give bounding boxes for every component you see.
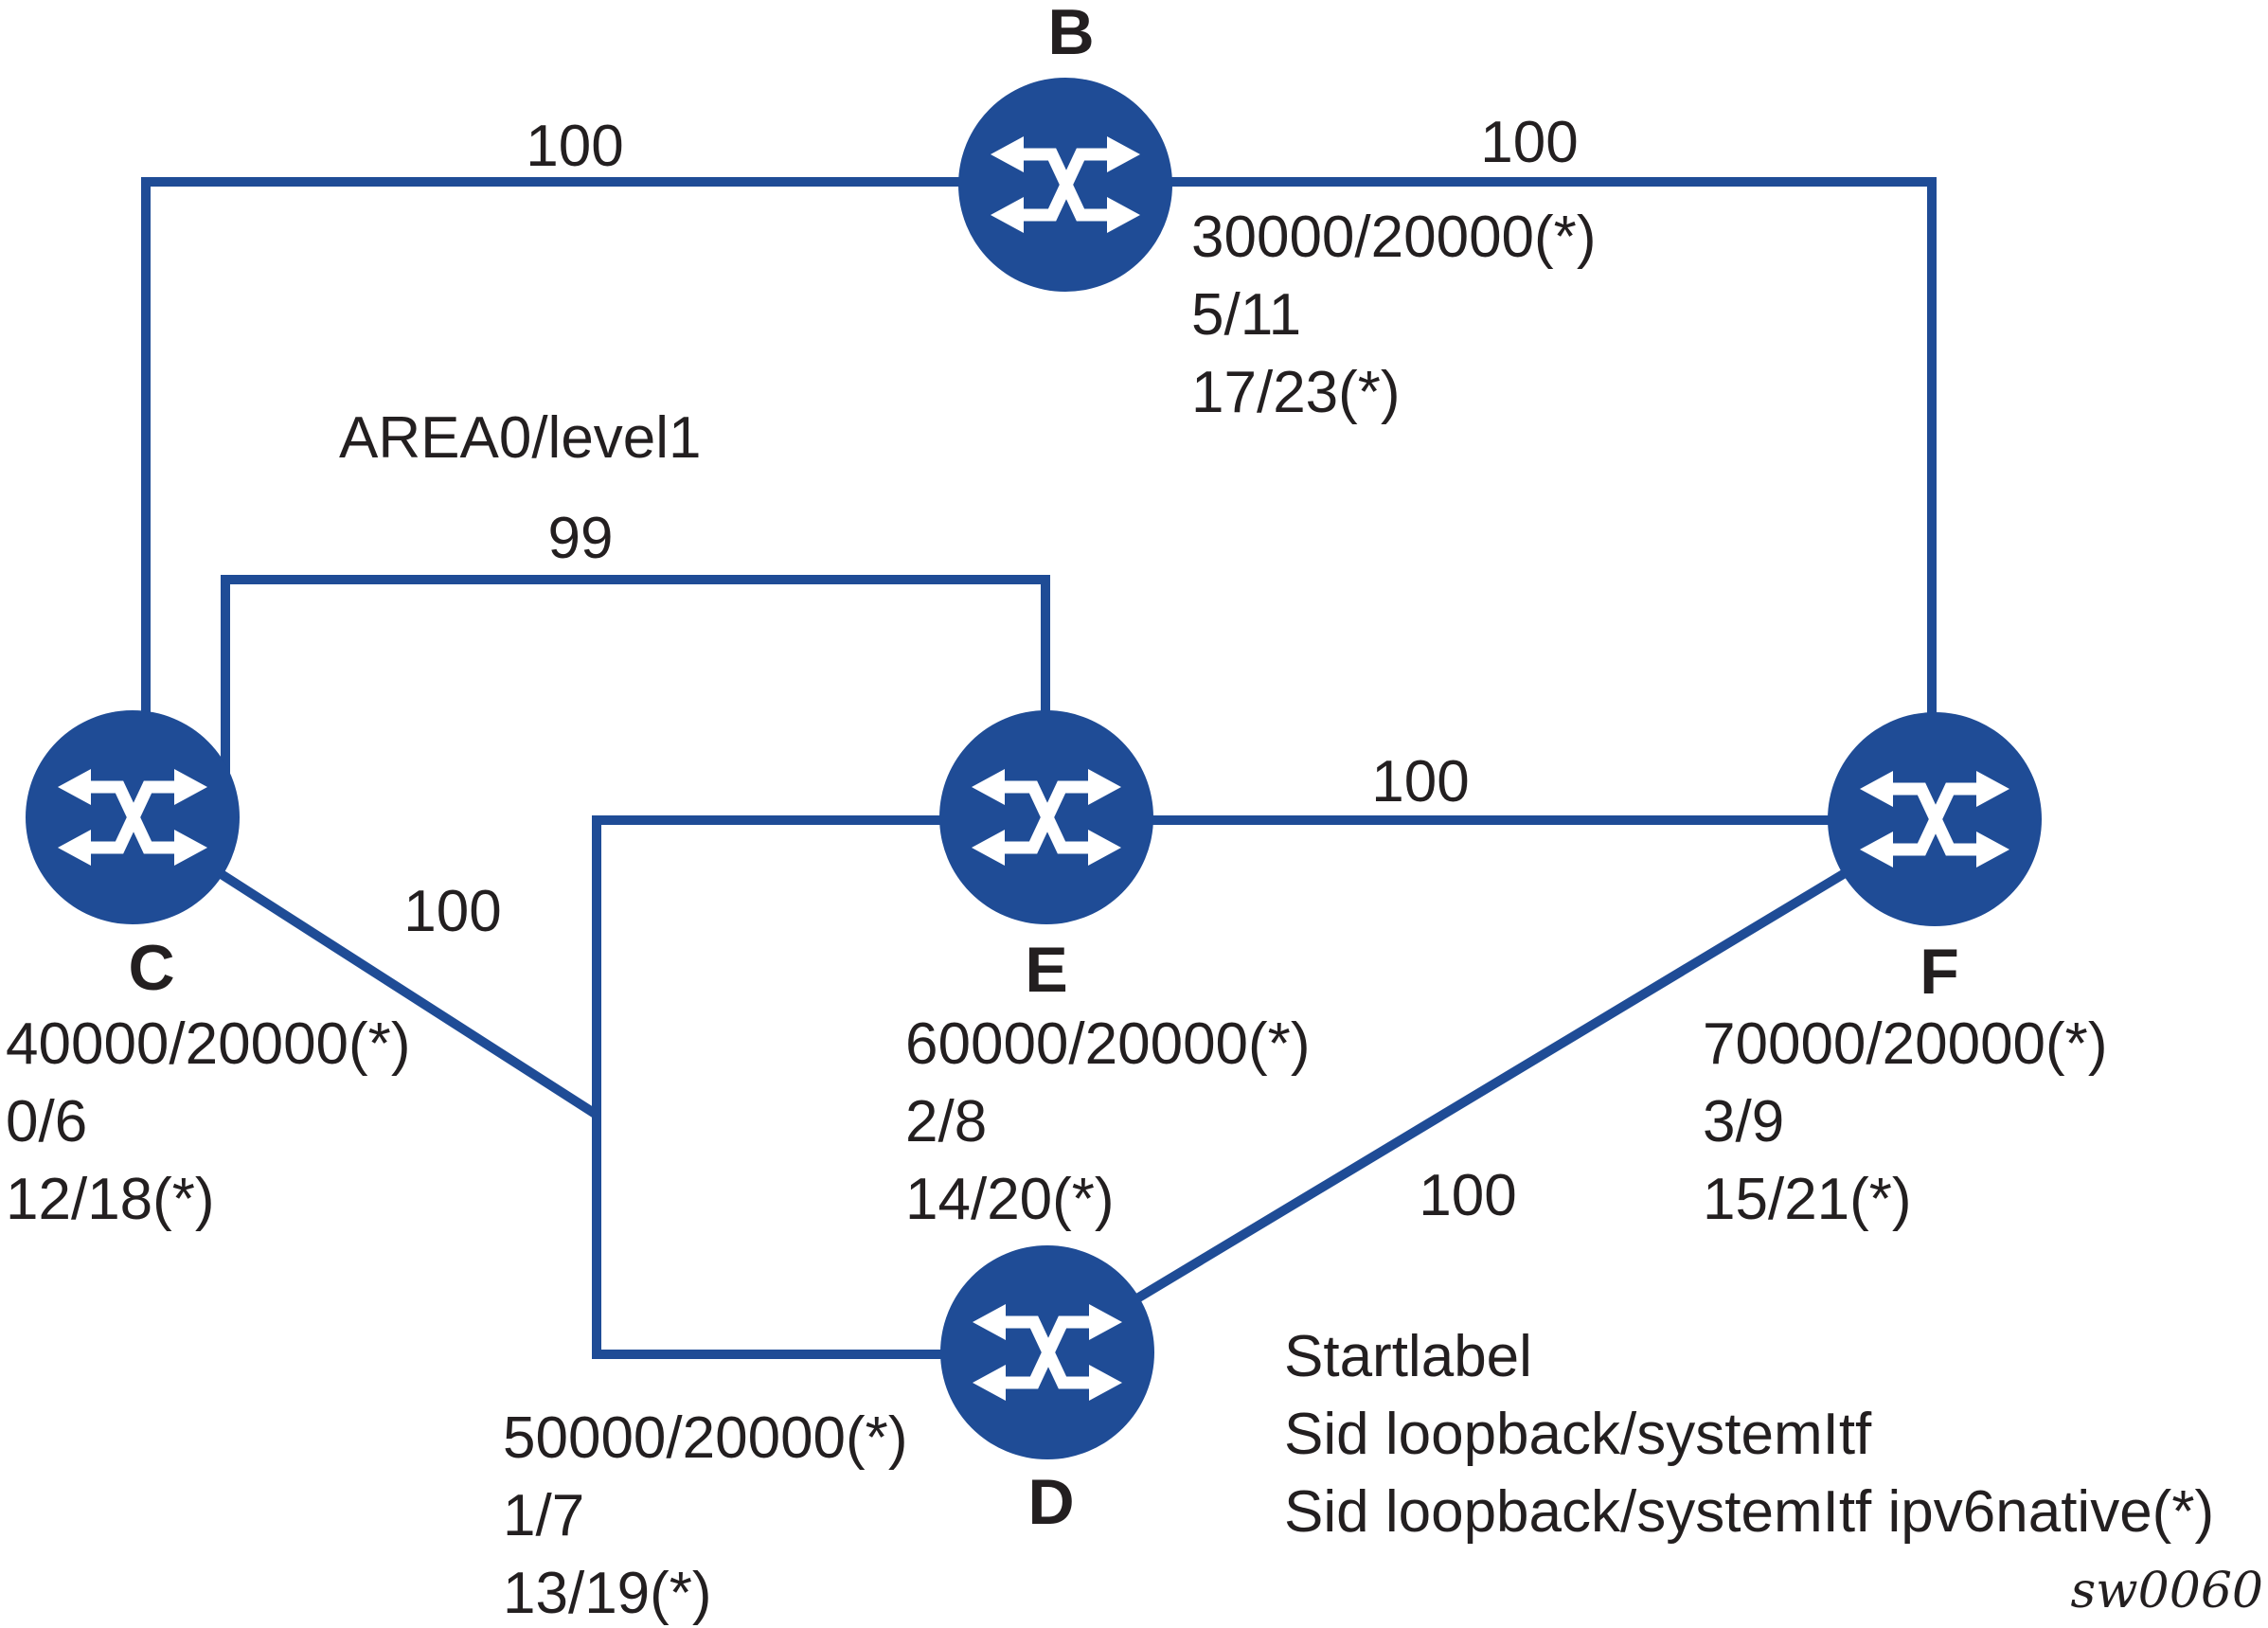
annotation-line: 15/21(*) — [1703, 1167, 1912, 1232]
link-C-E-99 — [221, 575, 1050, 817]
router-node-B-icon — [958, 78, 1172, 292]
annotation-line: 12/18(*) — [6, 1167, 215, 1232]
sid-note-line: Sid loopback/systemItf — [1284, 1402, 1872, 1467]
link-cost-B-C: 100 — [526, 114, 624, 179]
router-node-E-icon — [939, 710, 1153, 924]
node-E-annotation: 60000/20000(*) 2/8 14/20(*) — [905, 1006, 1310, 1239]
link-cost-C-E: 99 — [547, 506, 614, 571]
node-label-D: D — [1027, 1466, 1075, 1538]
node-B-annotation: 30000/20000(*) 5/11 17/23(*) — [1191, 199, 1596, 432]
area-label: AREA0/level1 — [339, 405, 702, 471]
link-B-F — [1065, 177, 1937, 819]
router-node-D-icon — [940, 1245, 1154, 1459]
annotation-line: 50000/20000(*) — [503, 1405, 908, 1471]
sid-note-block: Startlabel Sid loopback/systemItf Sid lo… — [1284, 1318, 2214, 1551]
node-D-annotation: 50000/20000(*) 1/7 13/19(*) — [503, 1400, 907, 1628]
link-cost-B-F: 100 — [1480, 110, 1579, 175]
link-cost-D-F: 100 — [1419, 1163, 1517, 1228]
link-E-D — [592, 815, 1047, 1359]
sid-note-line: Sid loopback/systemItf ipv6native(*) — [1284, 1479, 2215, 1545]
node-F-annotation: 70000/20000(*) 3/9 15/21(*) — [1703, 1006, 2107, 1239]
node-label-B: B — [1047, 0, 1095, 68]
node-label-E: E — [1025, 934, 1068, 1006]
annotation-line: 5/11 — [1191, 282, 1302, 348]
annotation-line: 13/19(*) — [503, 1561, 712, 1626]
annotation-line: 60000/20000(*) — [905, 1011, 1311, 1077]
annotation-line: 30000/20000(*) — [1191, 205, 1597, 270]
annotation-line: 0/6 — [6, 1089, 88, 1154]
annotation-line: 1/7 — [503, 1483, 585, 1548]
node-label-C: C — [128, 932, 175, 1004]
annotation-line: 40000/20000(*) — [6, 1011, 411, 1077]
annotation-line: 70000/20000(*) — [1703, 1011, 2108, 1077]
figure-watermark: sw0060 — [2070, 1563, 2263, 1619]
annotation-line: 17/23(*) — [1191, 360, 1401, 425]
link-D-F-diagonal — [1045, 814, 1938, 1357]
link-cost-C-D: 100 — [403, 879, 502, 944]
node-C-annotation: 40000/20000(*) 0/6 12/18(*) — [6, 1006, 410, 1239]
sid-note-line: Startlabel — [1284, 1324, 1532, 1389]
link-cost-E-F: 100 — [1371, 749, 1470, 814]
link-B-C — [141, 177, 1065, 817]
router-node-F-icon — [1828, 712, 2042, 926]
node-label-F: F — [1920, 936, 1959, 1008]
annotation-line: 3/9 — [1703, 1089, 1785, 1154]
router-node-C-icon — [26, 710, 240, 924]
annotation-line: 14/20(*) — [905, 1167, 1115, 1232]
annotation-line: 2/8 — [905, 1089, 988, 1154]
